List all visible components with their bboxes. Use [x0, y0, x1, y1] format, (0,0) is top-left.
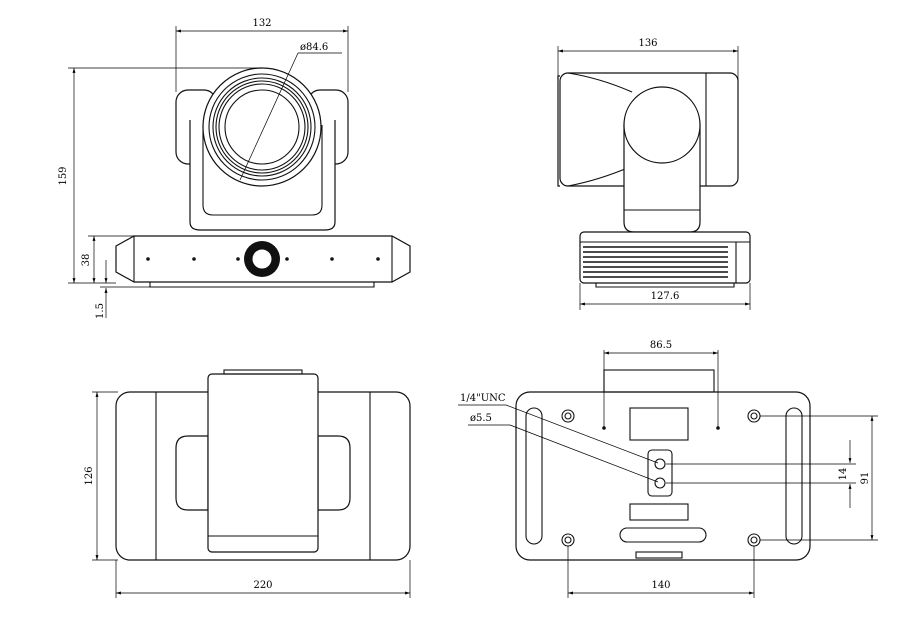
side-view: 136 127.6 [557, 38, 751, 310]
top-head [207, 373, 319, 553]
dim-base-height: 38 [81, 254, 92, 267]
bottom-view: 86.5 1/4"UNC ø5.5 14 91 140 [458, 340, 878, 598]
dim-bottom-vertical: 91 [860, 472, 871, 485]
lens-outer-ring [202, 67, 322, 187]
lens-ring-5 [218, 83, 306, 171]
label-area [629, 407, 689, 441]
bottom-base-plate [515, 391, 811, 561]
label-hole-diameter: ø5.5 [470, 413, 492, 424]
lens-glass [224, 89, 300, 165]
dim-lens-diameter: ø84.6 [300, 42, 328, 53]
tripod-thread-hole [654, 458, 666, 470]
label-thread: 1/4"UNC [460, 393, 506, 404]
lens-ring-4 [215, 80, 309, 174]
lens-ring-2 [208, 73, 316, 181]
left-slot [525, 407, 543, 545]
top-right-ear [317, 435, 351, 511]
dim-side-bottom: 127.6 [651, 291, 680, 302]
dim-foot-height: 1.5 [95, 303, 106, 319]
lens-ring-3 [212, 77, 312, 177]
dim-front-height: 159 [58, 166, 69, 185]
dim-front-width: 132 [252, 18, 271, 29]
front-base-foot [149, 282, 375, 288]
alignment-hole [654, 477, 666, 489]
front-yoke-inner [202, 125, 323, 216]
right-slot [785, 407, 803, 545]
dim-top-height: 126 [84, 466, 95, 485]
top-view: 126 220 [84, 369, 411, 598]
top-left-ear [175, 435, 209, 511]
tripod-plate [647, 449, 673, 497]
side-pivot [623, 86, 701, 164]
dim-bottom-width: 140 [651, 580, 670, 591]
dim-hole-spacing: 14 [838, 468, 849, 481]
front-view: 132 ø84.6 159 38 1.5 [58, 18, 411, 319]
dim-bottom-top: 86.5 [650, 340, 672, 351]
dim-top-width: 220 [253, 580, 272, 591]
dim-side-top: 136 [638, 38, 657, 49]
